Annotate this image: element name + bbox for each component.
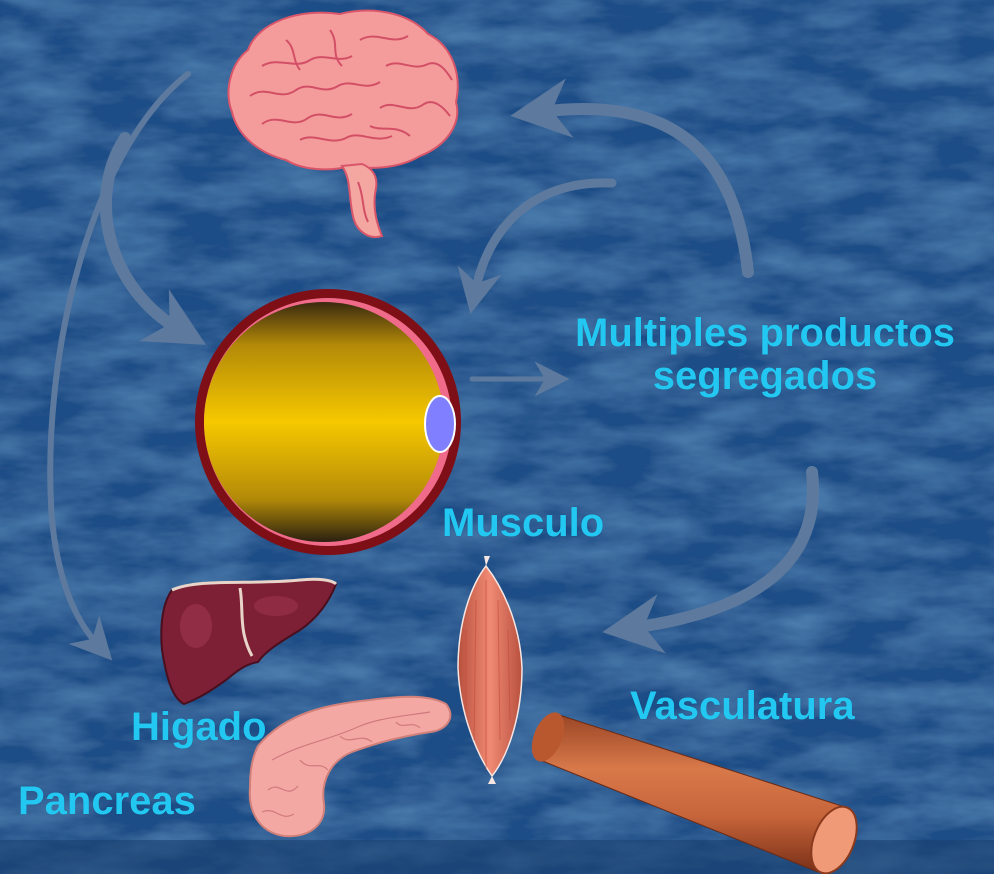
liver-label: Higado	[131, 706, 267, 749]
vasculature-label: Vasculatura	[630, 685, 855, 728]
secreted-products-label: Multiples productos segregados	[540, 312, 990, 398]
secreted-products-label-line1: Multiples productos	[540, 312, 990, 355]
muscle-cell-icon	[195, 289, 461, 555]
pancreas-label: Pancreas	[18, 780, 196, 823]
muscle-label: Musculo	[442, 502, 604, 545]
nucleus-icon	[425, 396, 455, 452]
secreted-products-label-line2: segregados	[540, 355, 990, 398]
